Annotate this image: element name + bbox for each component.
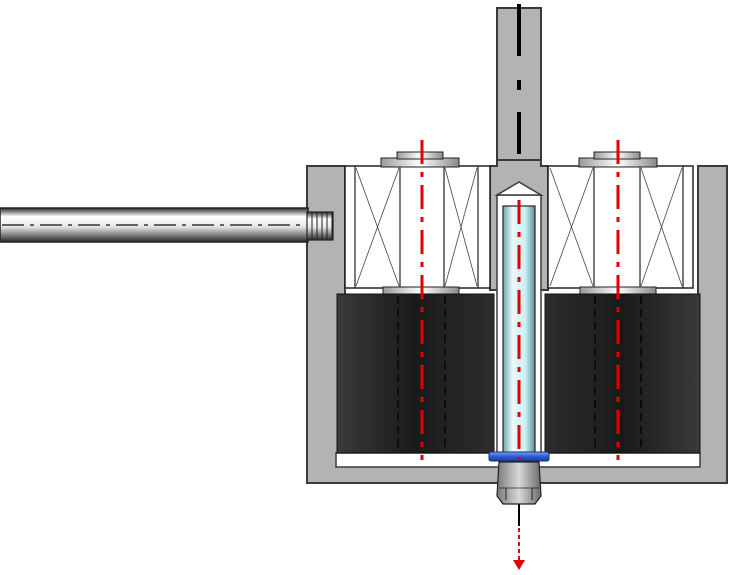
threaded-end xyxy=(306,211,334,241)
left-coil-winding-right xyxy=(444,167,478,287)
right-coil-winding-left xyxy=(549,167,594,287)
plunger-collar xyxy=(488,451,550,462)
centerlines xyxy=(420,140,620,460)
left-coil-body xyxy=(344,165,491,289)
thread-marks xyxy=(311,212,333,240)
bore-tip xyxy=(494,181,544,196)
right-coil-body xyxy=(547,165,694,289)
right-coil-winding-right xyxy=(640,167,683,287)
plunger-nut xyxy=(496,461,542,505)
arrow-down-icon xyxy=(513,560,525,570)
left-magnet xyxy=(336,293,495,454)
hidden-core-lines xyxy=(397,296,642,452)
left-coil-winding-left xyxy=(355,167,400,287)
stem-centerline xyxy=(517,4,521,154)
right-magnet xyxy=(544,293,701,454)
